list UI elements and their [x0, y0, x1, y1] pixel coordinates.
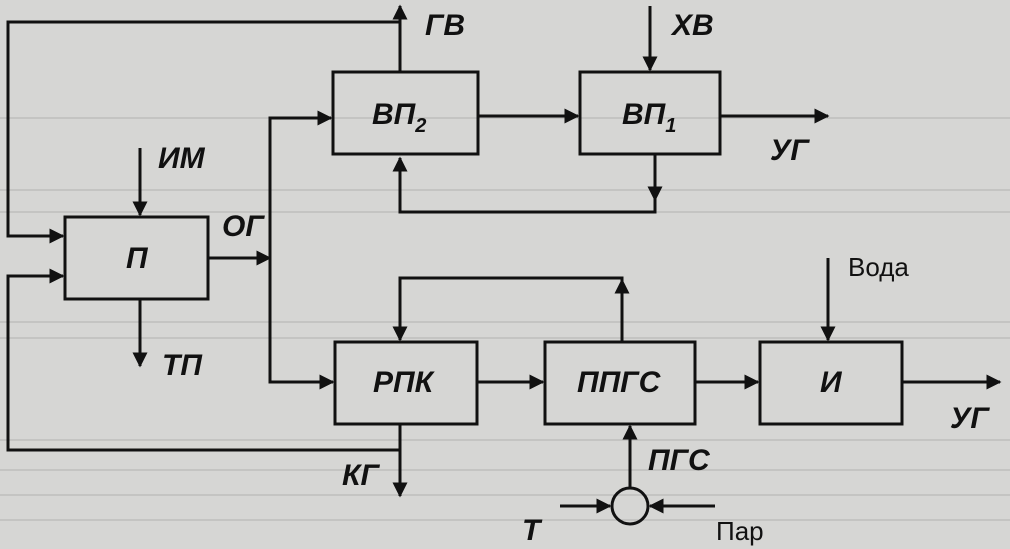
vp1-label: ВП1 [622, 98, 676, 137]
block-vp1 [578, 70, 722, 156]
block-vp2 [331, 70, 480, 156]
og-label: ОГ [222, 210, 265, 243]
og-to-vp2 [268, 110, 333, 258]
im-label: ИМ [158, 142, 206, 175]
vp2-label: ВП2 [372, 98, 426, 137]
loop-bottom-return [6, 268, 400, 452]
ug-right-label: УГ [950, 402, 990, 435]
i-label: И [820, 366, 843, 399]
kg-label: КГ [342, 459, 380, 492]
vp1-loop-back [392, 154, 657, 214]
rpk-label: РПК [373, 366, 436, 399]
connections [6, 4, 1002, 514]
ppgs-to-rpk-loop [392, 276, 624, 342]
t-label: Т [522, 514, 543, 547]
ppgs-label: ППГС [577, 366, 662, 399]
background-texture [0, 117, 1010, 521]
ug-top-label: УГ [770, 134, 810, 167]
tp-label: ТП [162, 349, 203, 382]
mixer-node [610, 486, 650, 526]
loop-top-return [6, 20, 402, 244]
water-label: Вода [848, 252, 909, 282]
og-to-rpk [268, 258, 335, 390]
pgs-label: ПГС [648, 444, 711, 477]
xv-label: ХВ [670, 9, 714, 42]
p-label: П [126, 242, 149, 275]
steam-label: Пар [716, 516, 764, 546]
gv-label: ГВ [425, 9, 465, 42]
